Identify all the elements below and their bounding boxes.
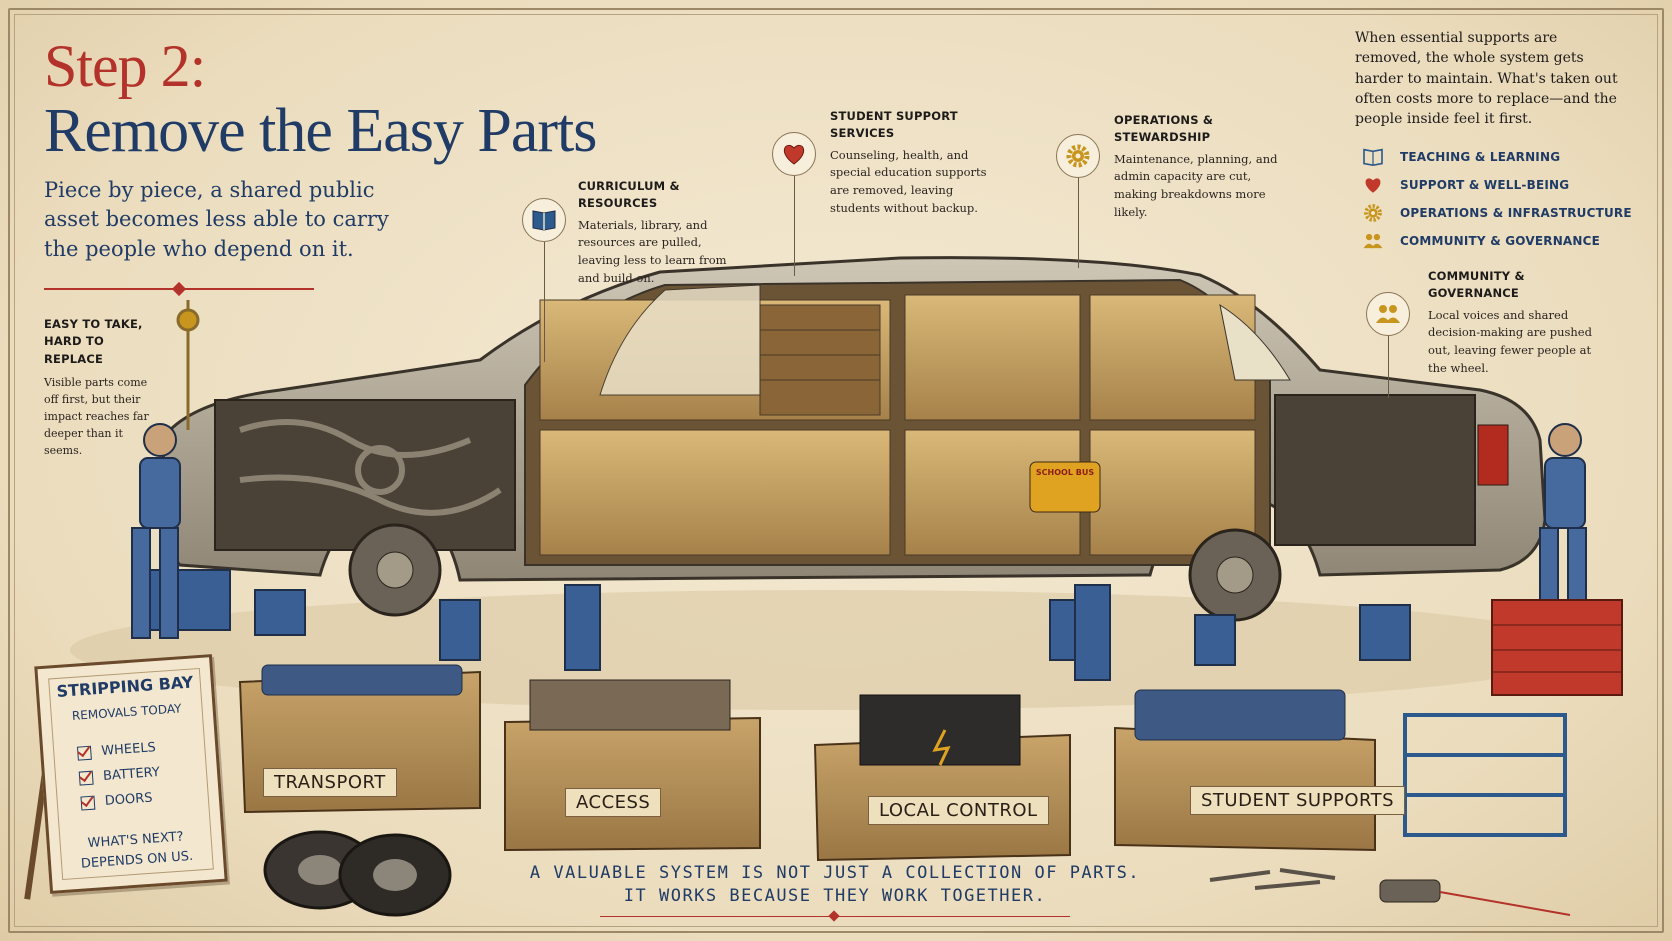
checkbox-checked (80, 795, 96, 811)
people-icon (1362, 230, 1384, 252)
heart-icon (772, 132, 816, 176)
callout-easy-title-2: HARD TO REPLACE (44, 334, 104, 366)
parts-cart (1403, 713, 1567, 837)
front-wheel-hub (348, 523, 442, 617)
gear-icon (1056, 134, 1100, 178)
room-health (1089, 294, 1256, 421)
floor-tools (1209, 868, 1336, 890)
gear-icon (1362, 202, 1384, 224)
callout-community: COMMUNITY & GOVERNANCE Local voices and … (1428, 268, 1608, 378)
bottom-message-line-1: A VALUABLE SYSTEM IS NOT JUST A COLLECTI… (529, 863, 1141, 883)
title-step: Step 2: (44, 33, 206, 99)
crate-access (504, 679, 761, 852)
operations-leader (1078, 178, 1079, 268)
mechanic-left (131, 423, 181, 639)
drill (1379, 879, 1571, 916)
right-note: When essential supports are removed, the… (1355, 30, 1618, 128)
legend-label: TEACHING & LEARNING (1400, 150, 1561, 164)
front-window (599, 284, 761, 396)
legend-label: COMMUNITY & GOVERNANCE (1400, 234, 1601, 248)
room-study (539, 429, 891, 556)
sign-checklist: WHEELS BATTERY DOORS (76, 735, 163, 815)
hook-chain (176, 300, 200, 430)
legend-item-community: COMMUNITY & GOVERNANCE (1362, 227, 1632, 255)
loose-tires (263, 830, 452, 917)
sign-item-label: BATTERY (102, 765, 161, 784)
legend-label: SUPPORT & WELL-BEING (1400, 178, 1570, 192)
stripping-bay-sign: STRIPPING BAY REMOVALS TODAY WHEELS BATT… (34, 654, 228, 894)
callout-easy-to-take: EASY TO TAKE, HARD TO REPLACE Visible pa… (44, 316, 164, 459)
sign-item-label: WHEELS (100, 740, 157, 759)
callout-operations-title: OPERATIONS & STEWARDSHIP (1114, 113, 1214, 145)
rear-wheel-hub (1188, 528, 1282, 622)
callout-operations: OPERATIONS & STEWARDSHIP Maintenance, pl… (1114, 112, 1284, 222)
battery-bolt (932, 729, 951, 766)
rear-window (1219, 303, 1291, 381)
page-title: Remove the Easy Parts (44, 97, 597, 165)
legend: TEACHING & LEARNING SUPPORT & WELL-BEING… (1362, 143, 1632, 255)
school-bus (1029, 461, 1101, 513)
crate-label-access: ACCESS (565, 788, 662, 817)
callout-easy-title-1: EASY TO TAKE, (44, 317, 143, 331)
callout-easy-body: Visible parts come off first, but their … (44, 375, 149, 457)
callout-community-body: Local voices and shared decision-making … (1428, 307, 1592, 375)
book-icon (522, 198, 566, 242)
callout-student-support-body: Counseling, health, and special educatio… (830, 147, 987, 215)
callout-student-support-title: STUDENT SUPPORT SERVICES (830, 109, 958, 141)
legend-item-teaching: TEACHING & LEARNING (1362, 143, 1632, 171)
tool-chest (1491, 599, 1623, 696)
bottom-message-line-2: IT WORKS BECAUSE THEY WORK TOGETHER. (623, 885, 1047, 906)
sign-item-label: DOORS (104, 790, 154, 809)
checkbox-checked (76, 745, 92, 761)
crate-label-student-supports: STUDENT SUPPORTS (1190, 786, 1406, 815)
school-bus-label: SCHOOL BUS (1036, 468, 1094, 477)
jack-stands (149, 569, 1411, 681)
room-classroom (904, 294, 1081, 421)
subtitle: Piece by piece, a shared public asset be… (44, 178, 389, 261)
checkbox-checked (78, 770, 94, 786)
bottom-message: A VALUABLE SYSTEM IS NOT JUST A COLLECTI… (430, 862, 1240, 908)
legend-label: OPERATIONS & INFRASTRUCTURE (1400, 206, 1632, 220)
bookshelf (759, 304, 881, 416)
legend-item-support: SUPPORT & WELL-BEING (1362, 171, 1632, 199)
legend-item-operations: OPERATIONS & INFRASTRUCTURE (1362, 199, 1632, 227)
curriculum-leader (544, 242, 545, 362)
book-icon (1362, 146, 1384, 168)
crate-local-control (813, 694, 1071, 862)
callout-curriculum: CURRICULUM & RESOURCES Materials, librar… (578, 178, 738, 288)
engine-pipes (239, 419, 502, 516)
crate-student-supports (1114, 689, 1376, 852)
callout-student-support: STUDENT SUPPORT SERVICES Counseling, hea… (830, 108, 1000, 218)
tail-light (1477, 424, 1509, 486)
student-support-leader (794, 176, 795, 276)
people-icon (1366, 292, 1410, 336)
rear-compartment (1274, 394, 1476, 546)
heart-icon (1362, 174, 1384, 196)
callout-curriculum-body: Materials, library, and resources are pu… (578, 217, 727, 285)
callout-curriculum-title: CURRICULUM & RESOURCES (578, 179, 680, 211)
crate-label-local-control: LOCAL CONTROL (868, 796, 1049, 825)
crate-label-transport: TRANSPORT (263, 768, 397, 797)
callout-operations-body: Maintenance, planning, and admin capacit… (1114, 151, 1278, 219)
callout-community-title: COMMUNITY & GOVERNANCE (1428, 269, 1525, 301)
community-leader (1388, 336, 1389, 398)
